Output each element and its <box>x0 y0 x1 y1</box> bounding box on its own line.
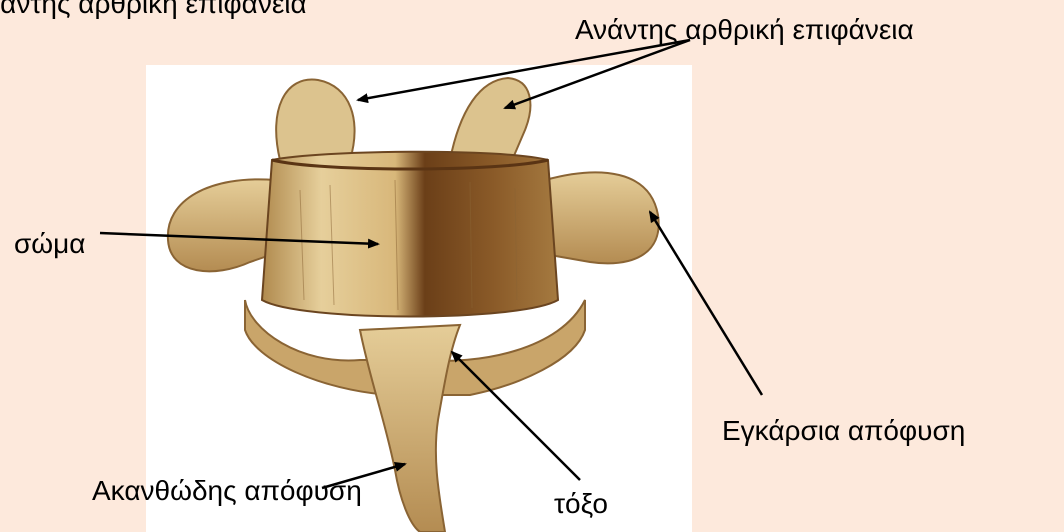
label-superior-articular-surface: Ανάντης αρθρική επιφάνεια <box>575 14 914 46</box>
label-cut-top-left: Ανάντης αρθρική επιφάνεια <box>0 0 307 20</box>
label-transverse-process: Εγκάρσια απόφυση <box>722 415 965 447</box>
label-body: σώμα <box>14 228 85 260</box>
label-arch: τόξο <box>554 488 608 520</box>
label-spinous-process: Ακανθώδης απόφυση <box>92 475 362 507</box>
